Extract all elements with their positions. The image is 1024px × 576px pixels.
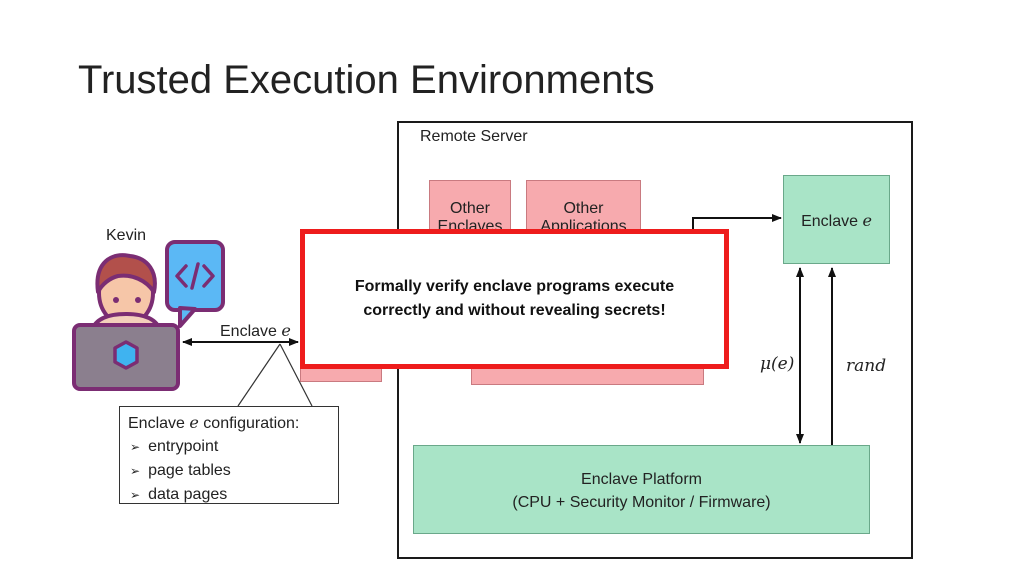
config-title-prefix: Enclave: [128, 415, 185, 432]
enclave-connection-text: Enclave: [220, 323, 277, 340]
enclave-connection-var: e: [281, 321, 291, 340]
config-item-text: page tables: [148, 462, 231, 479]
config-item-entrypoint: ➢ entrypoint: [128, 435, 330, 459]
callout-line1: Formally verify enclave programs execute: [354, 278, 675, 295]
config-title-suffix: configuration:: [203, 415, 300, 432]
enclave-platform-box: Enclave Platform (CPU + Security Monitor…: [413, 445, 870, 534]
config-item-text: entrypoint: [148, 438, 219, 455]
remote-server-label: Remote Server: [420, 128, 528, 145]
laptop-icon: [72, 323, 180, 391]
bullet-arrow-icon: ➢: [130, 440, 141, 454]
other-enclaves-line1: Other: [449, 200, 490, 217]
config-item-data-pages: ➢ data pages: [128, 483, 330, 507]
config-item-text: data pages: [148, 486, 228, 503]
enclave-platform-line1: Enclave Platform: [581, 471, 702, 488]
config-title-var: e: [189, 413, 199, 432]
rand-label: rand: [846, 356, 887, 376]
mu-e-label: μ(e): [760, 354, 795, 374]
verification-callout: Formally verify enclave programs execute…: [300, 229, 729, 369]
enclave-e-label: Enclave: [801, 213, 858, 230]
other-applications-line1: Other: [563, 200, 604, 217]
callout-line2: correctly and without revealing secrets!: [363, 302, 666, 319]
verification-callout-text: Formally verify enclave programs execute…: [335, 275, 695, 323]
callout-right: [279, 343, 313, 407]
kevin-label: Kevin: [106, 227, 147, 244]
config-title: Enclave e configuration:: [128, 411, 330, 435]
enclave-config-box: Enclave e configuration: ➢ entrypoint ➢ pa…: [119, 406, 339, 504]
enclave-e-var: e: [862, 211, 872, 230]
code-bubble-icon: [165, 240, 225, 328]
kevin-avatar-icon: [72, 240, 225, 391]
enclave-connection-label: Enclave e: [220, 321, 291, 341]
callout-left: [237, 343, 281, 407]
bullet-arrow-icon: ➢: [130, 464, 141, 478]
config-item-page-tables: ➢ page tables: [128, 459, 330, 483]
slide-title: Trusted Execution Environments: [78, 58, 655, 102]
bullet-arrow-icon: ➢: [130, 488, 141, 502]
enclave-e-box: Enclave e: [783, 175, 890, 264]
enclave-platform-line2: (CPU + Security Monitor / Firmware): [512, 494, 771, 511]
